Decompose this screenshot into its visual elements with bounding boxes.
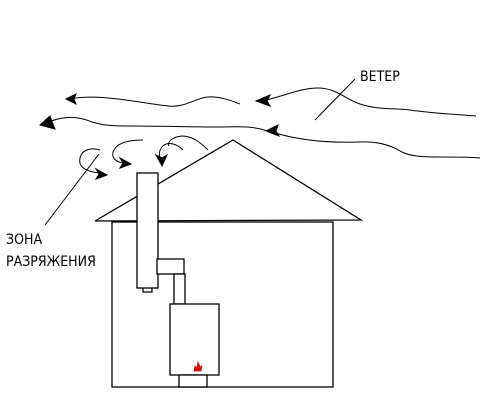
leader-lines xyxy=(44,78,356,226)
wind-line-upper-right xyxy=(261,87,477,117)
house-walls xyxy=(111,221,334,388)
chimney-bottom-cap xyxy=(142,288,153,293)
flue-vertical xyxy=(173,273,186,305)
arrowheads xyxy=(38,92,281,180)
wind-line-top xyxy=(68,96,241,107)
wind-label: ВЕТЕР xyxy=(360,69,400,85)
arrow-vortex-3 xyxy=(154,153,169,168)
wind-streamlines xyxy=(41,87,481,159)
vortex-2 xyxy=(112,139,144,164)
boiler xyxy=(169,303,220,388)
zone-label-line1: ЗОНА xyxy=(6,232,43,248)
house xyxy=(94,139,364,388)
chimney xyxy=(136,172,159,293)
arrow-vortex-1 xyxy=(94,167,109,180)
house-roof xyxy=(94,139,364,222)
zone-label-line2: РАЗРЯЖЕНИЯ xyxy=(6,254,96,270)
wind-line-lower xyxy=(271,131,481,159)
flue-connector xyxy=(156,258,186,305)
vortex-1 xyxy=(79,148,101,174)
flue-horizontal xyxy=(156,258,185,275)
boiler-base xyxy=(178,374,208,388)
flame-icon xyxy=(193,360,203,372)
arrow-wind-middle-left xyxy=(38,115,56,130)
arrow-wind-upper-right xyxy=(254,94,272,107)
arrow-wind-middle-right xyxy=(264,124,281,137)
arrow-vortex-2 xyxy=(118,156,133,169)
leader-zone xyxy=(44,153,100,226)
arrow-wind-top xyxy=(64,92,77,106)
boiler-body xyxy=(169,303,220,376)
leader-wind xyxy=(314,78,356,121)
vortex-4 xyxy=(168,135,209,151)
chimney-pipe xyxy=(136,172,159,289)
wind-line-middle xyxy=(41,117,269,132)
